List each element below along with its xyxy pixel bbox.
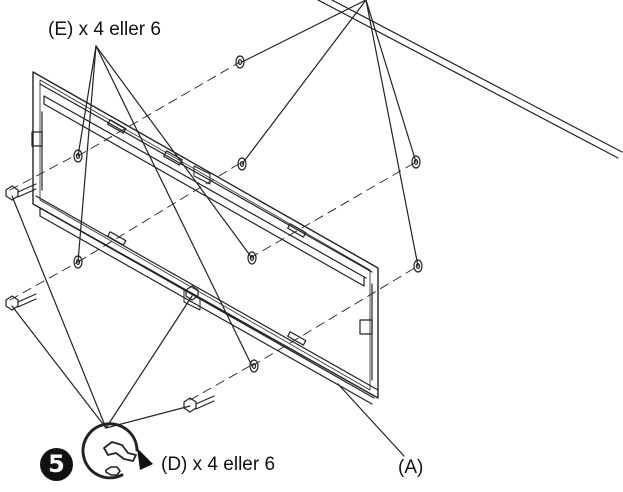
bolts-d [5,183,215,413]
label-bracket-a: (A) [398,457,424,478]
alignment-lines [9,61,419,401]
tv-edge [317,0,623,159]
label-screws-e: (E) x 4 eller 6 [48,19,161,40]
bracket-frame [31,71,379,405]
leaders-d [11,195,193,429]
wrench-rotate-icon [81,422,153,480]
step-number-badge: 5 [40,448,73,481]
leaders-e [77,0,419,367]
bottom-rail [35,195,379,405]
top-rail [39,83,373,287]
leader-a [337,383,405,457]
label-bolts-d: (D) x 4 eller 6 [161,454,276,475]
end-plates [31,111,373,381]
